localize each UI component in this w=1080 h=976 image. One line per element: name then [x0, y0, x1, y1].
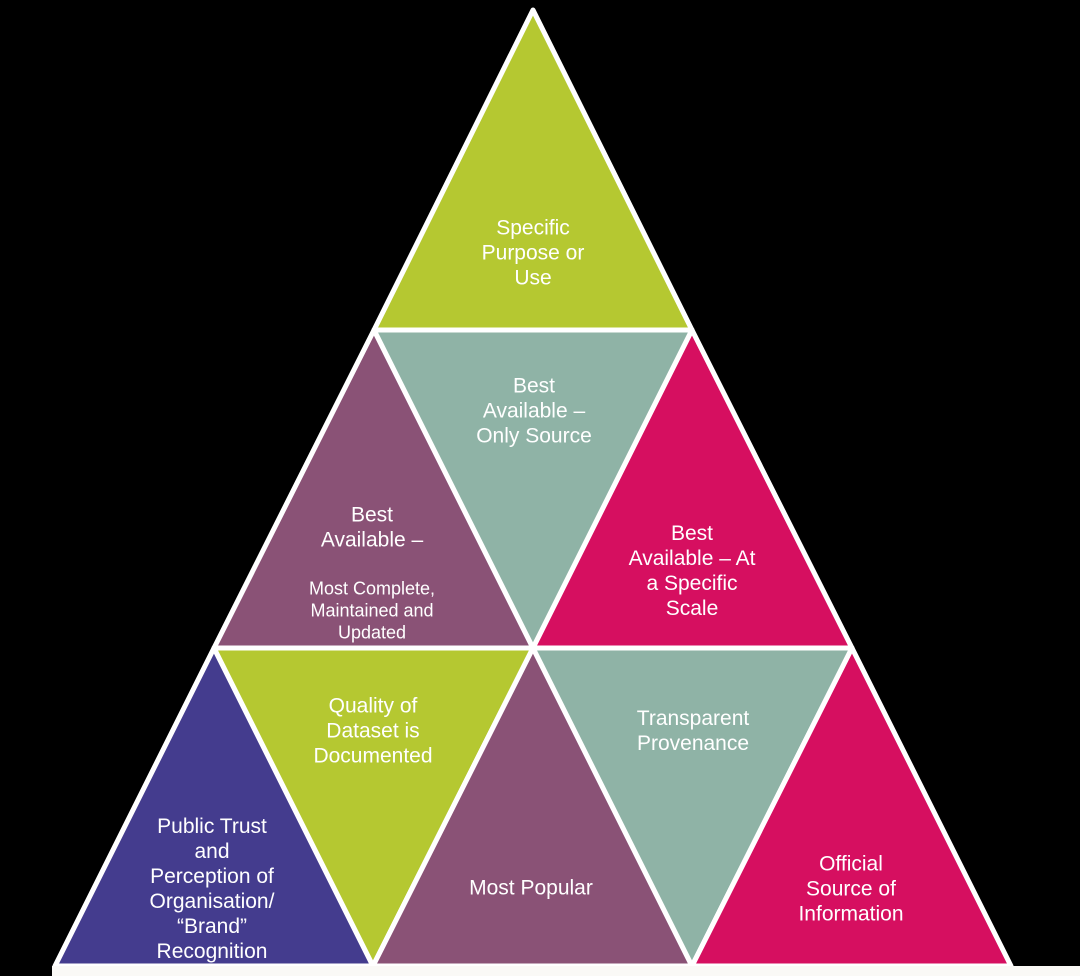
- bottom-strip: [52, 966, 1080, 976]
- triangle-specific-purpose-or-use: [371, 7, 695, 333]
